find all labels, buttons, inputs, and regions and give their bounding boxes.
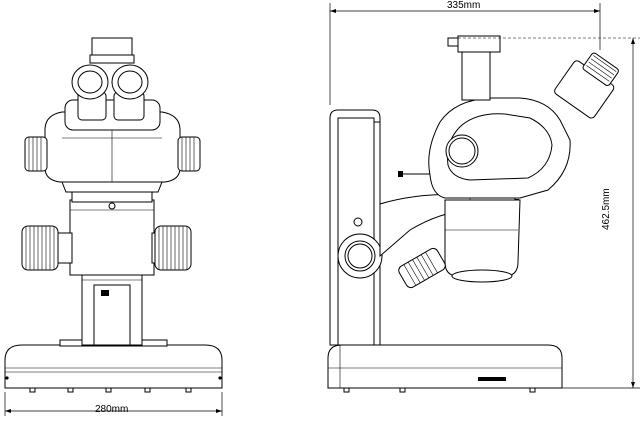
dim-overall-height bbox=[448, 37, 640, 389]
front-base bbox=[4, 339, 223, 393]
front-focus-block bbox=[21, 199, 192, 276]
front-eyepieces bbox=[64, 37, 161, 131]
front-view bbox=[4, 37, 223, 393]
front-pillar bbox=[81, 274, 143, 346]
base-width-label: 280mm bbox=[95, 404, 129, 415]
overall-height-label: 462.5mm bbox=[601, 188, 612, 230]
side-objective bbox=[398, 199, 521, 289]
side-head bbox=[428, 35, 619, 199]
side-view bbox=[327, 35, 619, 393]
side-column bbox=[329, 109, 383, 346]
dim-overall-width bbox=[329, 3, 601, 105]
dim-base-width bbox=[4, 392, 223, 416]
side-base bbox=[327, 344, 563, 393]
overall-width-label: 335mm bbox=[447, 0, 481, 11]
